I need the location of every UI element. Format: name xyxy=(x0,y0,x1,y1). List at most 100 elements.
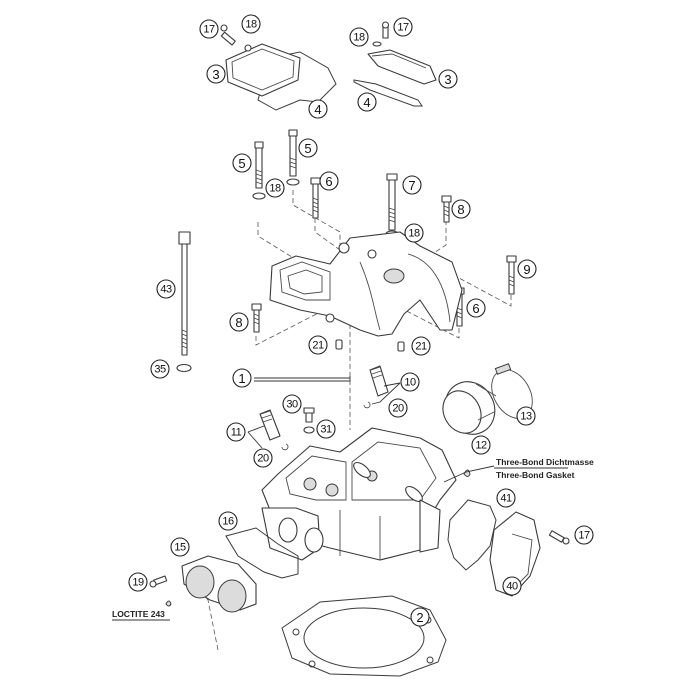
cover-gasket-right[interactable] xyxy=(353,79,423,107)
callout-30[interactable]: 30 xyxy=(282,394,302,414)
washer-18-right[interactable] xyxy=(372,41,382,47)
callout-11[interactable]: 11 xyxy=(226,422,246,442)
leader-1 xyxy=(254,376,351,382)
callout-4[interactable]: 4 xyxy=(357,92,377,112)
bolt-9[interactable] xyxy=(506,255,517,295)
callout-number: 11 xyxy=(231,427,242,439)
callout-circle xyxy=(393,17,413,37)
bolt-7[interactable] xyxy=(386,173,398,231)
bolt-6a[interactable] xyxy=(310,177,321,219)
valve-cover-left[interactable] xyxy=(225,43,301,97)
callout-10[interactable]: 10 xyxy=(400,372,420,392)
screw-17c[interactable] xyxy=(548,530,570,545)
plug-screw-30[interactable] xyxy=(303,407,315,423)
callout-18[interactable]: 18 xyxy=(404,223,424,243)
cover-right[interactable] xyxy=(367,49,437,85)
screw-17-right[interactable] xyxy=(381,21,390,39)
callout-circle xyxy=(517,259,537,279)
valve-guide-10[interactable] xyxy=(369,365,389,397)
stud-bolt-43[interactable] xyxy=(178,231,191,356)
callout-number: 20 xyxy=(257,453,269,465)
callout-20[interactable]: 20 xyxy=(253,448,273,468)
callout-number: 6 xyxy=(472,301,479,316)
bolt-8a[interactable] xyxy=(441,195,452,223)
callout-8[interactable]: 8 xyxy=(229,312,249,332)
callout-15[interactable]: 15 xyxy=(170,537,190,557)
callout-circle xyxy=(410,607,430,627)
bolt-5b[interactable] xyxy=(288,129,298,177)
callout-31[interactable]: 31 xyxy=(316,419,336,439)
callout-43[interactable]: 43 xyxy=(156,279,176,299)
callout-number: 43 xyxy=(160,284,172,296)
cylinder-head[interactable] xyxy=(261,427,457,561)
callout-7[interactable]: 7 xyxy=(402,175,422,195)
callout-circle xyxy=(402,175,422,195)
callout-18[interactable]: 18 xyxy=(349,27,369,47)
callout-number: 17 xyxy=(578,530,590,542)
callout-18[interactable]: 18 xyxy=(241,14,261,34)
callout-circle xyxy=(319,171,339,191)
valve-guide-11[interactable] xyxy=(259,409,281,441)
callout-40[interactable]: 40 xyxy=(502,576,522,596)
callout-1[interactable]: 1 xyxy=(232,368,252,388)
callout-21[interactable]: 21 xyxy=(308,335,328,355)
callout-number: 1 xyxy=(238,371,245,386)
callout-17[interactable]: 17 xyxy=(199,19,219,39)
circlip-20a[interactable] xyxy=(363,401,371,409)
note-threadlock: LOCTITE 243 xyxy=(112,609,165,619)
callout-5[interactable]: 5 xyxy=(232,153,252,173)
callout-circle xyxy=(574,525,594,545)
screw-17-left[interactable] xyxy=(220,24,236,46)
bolt-8b[interactable] xyxy=(251,303,262,333)
callout-17[interactable]: 17 xyxy=(574,525,594,545)
callout-16[interactable]: 16 xyxy=(218,511,238,531)
callout-17[interactable]: 17 xyxy=(393,17,413,37)
callout-circle xyxy=(226,422,246,442)
callout-number: 19 xyxy=(132,577,144,589)
head-gasket-2[interactable] xyxy=(281,595,447,677)
callout-number: 18 xyxy=(245,19,257,31)
callout-number: 40 xyxy=(506,581,518,593)
callout-3[interactable]: 3 xyxy=(438,69,458,89)
callout-5[interactable]: 5 xyxy=(298,138,318,158)
washer-35[interactable] xyxy=(176,363,192,373)
callout-number: 12 xyxy=(475,440,487,452)
screw-19[interactable] xyxy=(149,575,168,588)
callout-9[interactable]: 9 xyxy=(517,259,537,279)
callout-number: 5 xyxy=(238,156,245,171)
circlip-20b[interactable] xyxy=(281,443,289,451)
washer-18-left[interactable] xyxy=(244,44,252,52)
bolt-5a[interactable] xyxy=(254,141,264,189)
camshaft-carrier[interactable] xyxy=(269,231,463,337)
callout-8[interactable]: 8 xyxy=(451,199,471,219)
callout-19[interactable]: 19 xyxy=(128,572,148,592)
callout-20[interactable]: 20 xyxy=(388,398,408,418)
callout-41[interactable]: 41 xyxy=(496,488,516,508)
exhaust-flange-15[interactable] xyxy=(181,555,257,613)
callout-3[interactable]: 3 xyxy=(206,64,226,84)
threadlock-drop xyxy=(165,600,172,607)
callout-18[interactable]: 18 xyxy=(265,178,285,198)
callout-21[interactable]: 21 xyxy=(411,336,431,356)
exhaust-gasket-16[interactable] xyxy=(225,527,299,579)
callout-12[interactable]: 12 xyxy=(471,435,491,455)
bolts xyxy=(176,129,517,373)
assembly-line xyxy=(394,304,460,339)
callout-6[interactable]: 6 xyxy=(466,298,486,318)
callout-number: 17 xyxy=(203,24,215,36)
callout-circle xyxy=(404,223,424,243)
dowel-pin-21a[interactable] xyxy=(335,339,343,350)
dowel-pin-21b[interactable] xyxy=(397,341,405,352)
callout-circle xyxy=(411,336,431,356)
callout-35[interactable]: 35 xyxy=(150,359,170,379)
washer-5b[interactable] xyxy=(286,178,300,186)
seal-ring-31[interactable] xyxy=(303,426,315,434)
gasket-41[interactable] xyxy=(447,499,497,571)
callout-6[interactable]: 6 xyxy=(319,171,339,191)
callout-4[interactable]: 4 xyxy=(308,99,328,119)
callout-2[interactable]: 2 xyxy=(410,607,430,627)
callout-13[interactable]: 13 xyxy=(516,406,536,426)
intake-flange-12[interactable] xyxy=(435,373,504,444)
valve-cover-left-group xyxy=(220,24,337,111)
washer-18-a[interactable] xyxy=(252,192,266,200)
